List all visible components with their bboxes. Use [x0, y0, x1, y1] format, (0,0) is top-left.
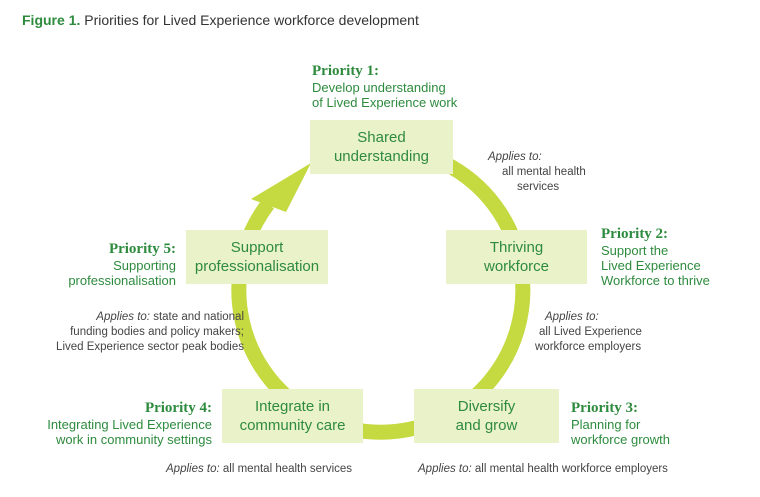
- applies-label: Applies to:: [166, 463, 220, 475]
- priority-title: Priority 1:: [312, 63, 380, 79]
- applies-1: Applies to: all mental health services: [488, 150, 586, 195]
- priority-title: Priority 2:: [601, 226, 669, 242]
- priority-2: Priority 2: Support the Lived Experience…: [601, 226, 710, 288]
- box-support-professionalisation: Support professionalisation: [186, 230, 328, 284]
- applies-4: Applies to: all mental health services: [166, 462, 352, 477]
- figure-title: Figure 1. Priorities for Lived Experienc…: [22, 12, 419, 28]
- priority-desc-line: Support the: [601, 243, 669, 258]
- box-thriving-workforce: Thriving workforce: [446, 230, 587, 284]
- applies-label: Applies to:: [545, 311, 599, 323]
- box-line: Thriving: [489, 239, 544, 256]
- box-line: professionalisation: [194, 258, 320, 275]
- priority-1: Priority 1: Develop understanding of Liv…: [312, 63, 457, 110]
- priority-title: Priority 5:: [108, 241, 176, 257]
- figure-number: Figure 1.: [22, 12, 81, 28]
- applies-5: Applies to: state and national funding b…: [30, 310, 244, 355]
- cycle-arrowhead: [251, 163, 311, 212]
- applies-line: Lived Experience sector peak bodies: [56, 341, 244, 353]
- priority-5: Priority 5: Supporting professionalisati…: [40, 241, 176, 288]
- applies-line: all Lived Experience: [539, 326, 642, 338]
- applies-line: services: [517, 181, 560, 193]
- box-line: Integrate in: [254, 398, 331, 415]
- box-line: Shared: [357, 129, 406, 146]
- priority-desc-line: Supporting: [113, 258, 176, 273]
- applies-line: all mental health workforce employers: [474, 463, 668, 475]
- applies-3: Applies to: all mental health workforce …: [418, 462, 668, 477]
- box-line: and grow: [455, 417, 518, 434]
- applies-line: funding bodies and policy makers;: [70, 326, 244, 338]
- priority-3: Priority 3: Planning for workforce growt…: [571, 400, 670, 447]
- box-line: workforce: [483, 258, 550, 275]
- priority-desc-line: workforce growth: [571, 432, 670, 447]
- box-integrate-community-care: Integrate in community care: [222, 389, 363, 443]
- priority-desc-line: Integrating Lived Experience: [47, 417, 212, 432]
- box-shared-understanding: Shared understanding: [310, 120, 453, 174]
- priority-title: Priority 3:: [571, 400, 639, 416]
- box-line: understanding: [333, 148, 430, 165]
- priority-desc-line: Planning for: [571, 417, 641, 432]
- priority-desc-line: work in community settings: [55, 432, 212, 447]
- applies-label: Applies to:: [96, 311, 150, 323]
- priority-4: Priority 4: Integrating Lived Experience…: [20, 400, 212, 447]
- applies-line: all mental health: [502, 166, 586, 178]
- box-line: community care: [239, 417, 346, 434]
- priority-desc-line: of Lived Experience work: [312, 95, 458, 110]
- applies-line: workforce employers: [535, 341, 642, 353]
- priority-desc-line: Develop understanding: [312, 80, 446, 95]
- figure-title-text: Priorities for Lived Experience workforc…: [84, 12, 419, 28]
- applies-line: state and national: [153, 311, 244, 323]
- applies-line: all mental health services: [222, 463, 353, 475]
- priority-desc-line: Lived Experience: [601, 258, 701, 273]
- box-line: Support: [230, 239, 284, 256]
- applies-2: Applies to: all Lived Experience workfor…: [535, 310, 642, 355]
- applies-label: Applies to:: [488, 151, 542, 163]
- priority-desc-line: Workforce to thrive: [601, 273, 710, 288]
- applies-label: Applies to:: [418, 463, 472, 475]
- priority-desc-line: professionalisation: [68, 273, 176, 288]
- box-line: Diversify: [457, 398, 516, 415]
- priority-title: Priority 4:: [144, 400, 212, 416]
- box-diversify-grow: Diversify and grow: [414, 389, 559, 443]
